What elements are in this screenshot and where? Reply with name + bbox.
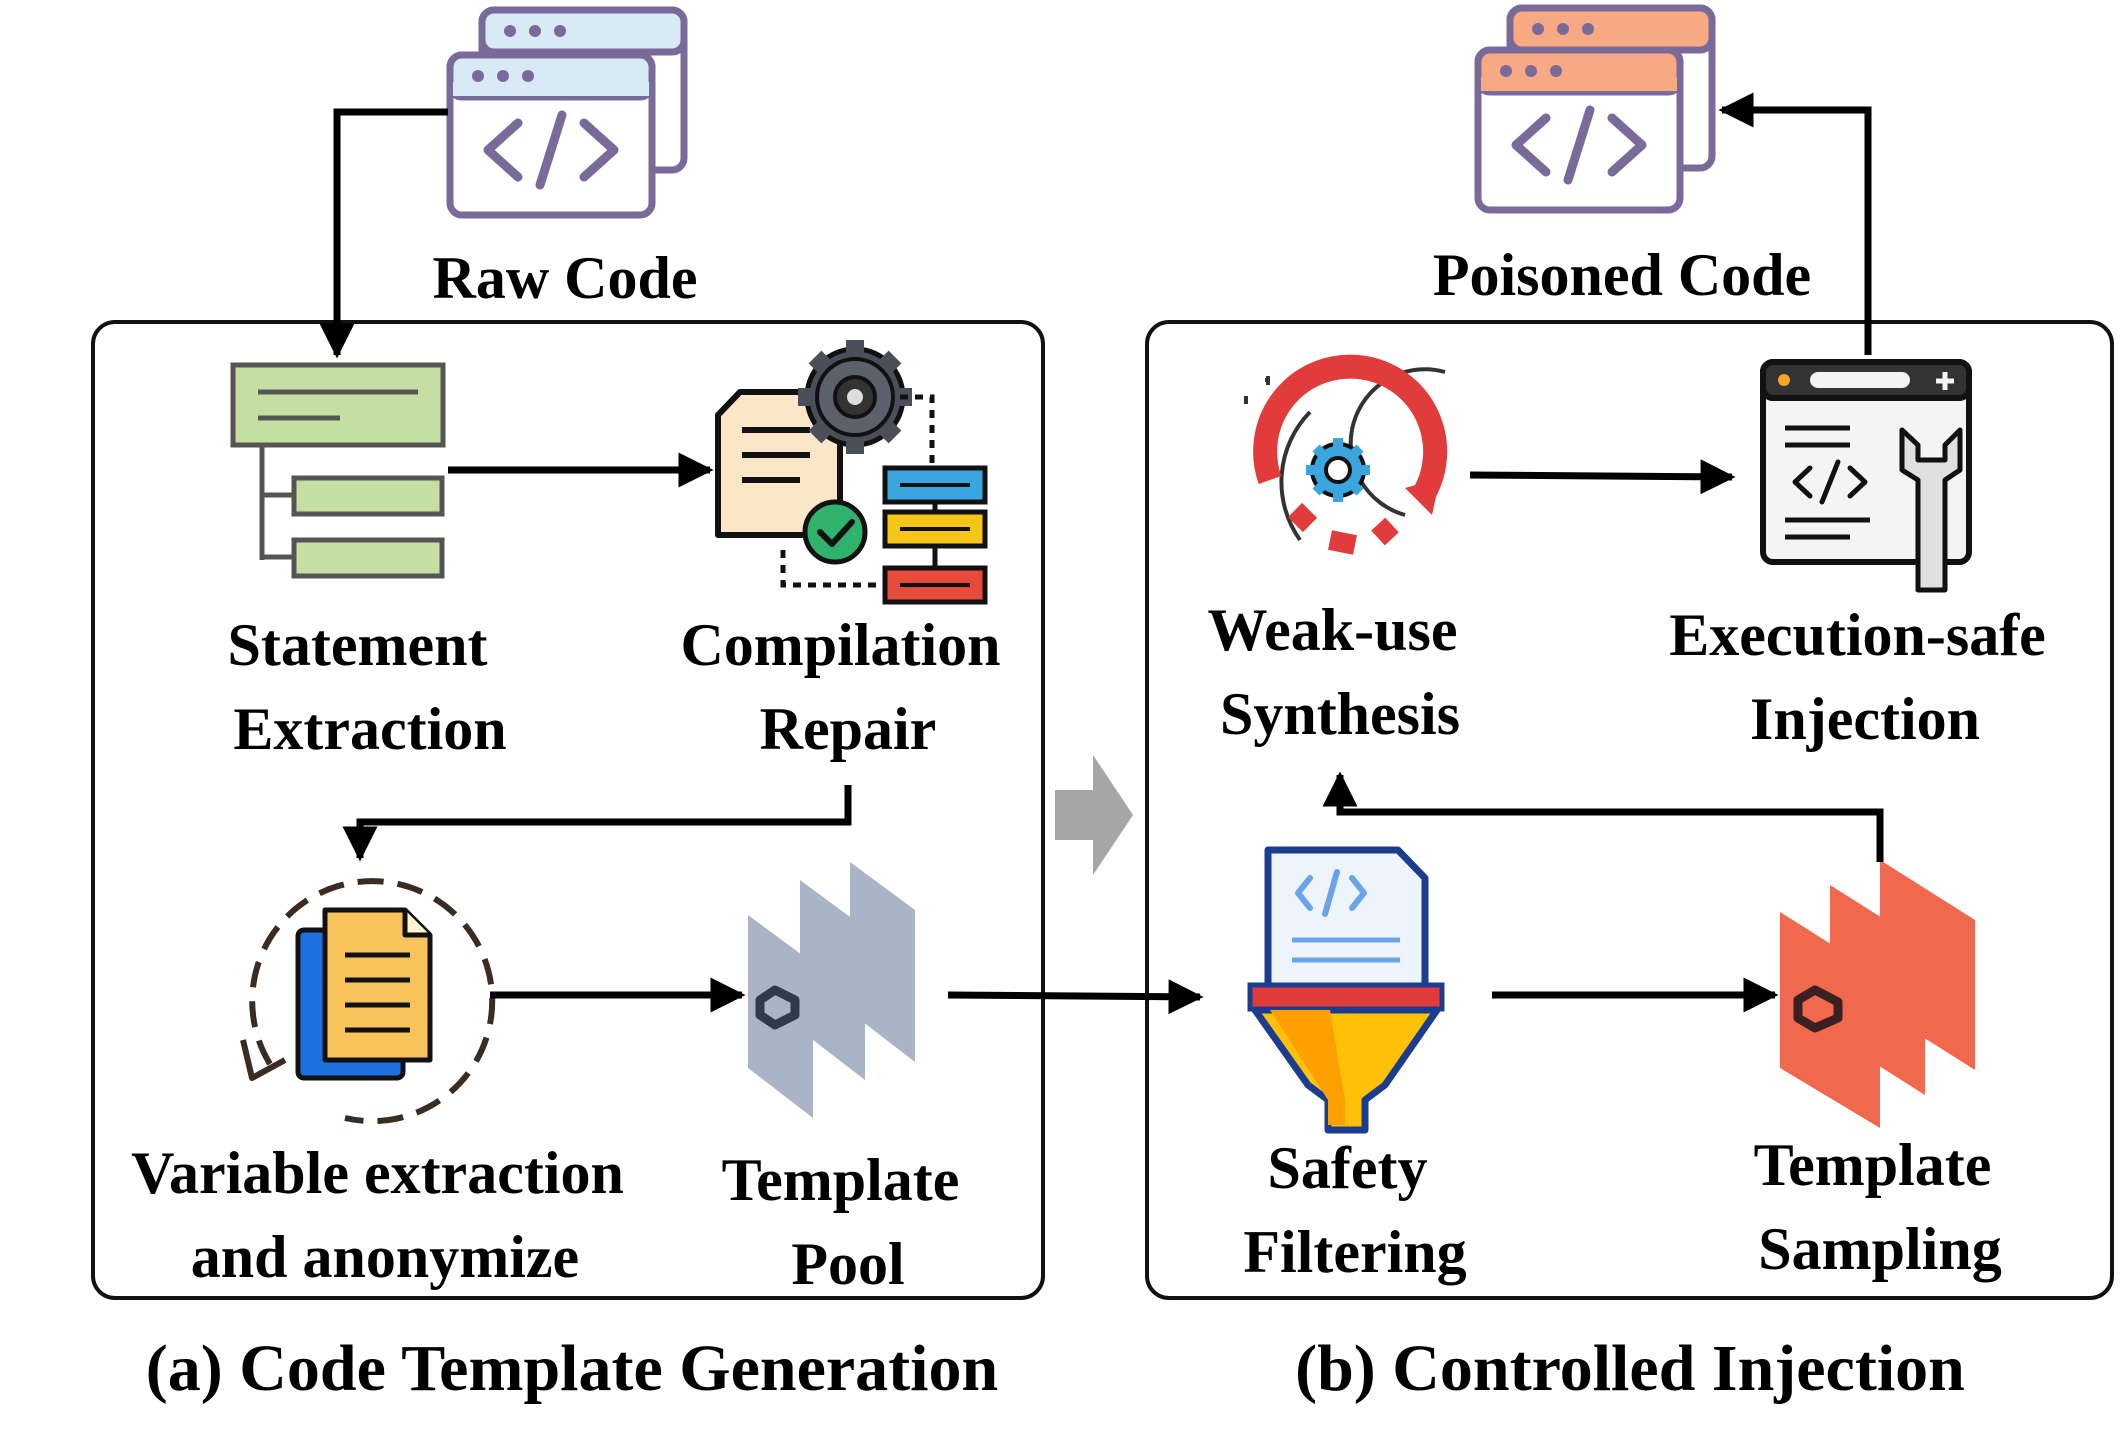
refresh-gear-icon	[1244, 354, 1448, 555]
gear-document-icon	[715, 340, 912, 565]
funnel-filter-icon	[1247, 846, 1445, 1134]
statement-extraction-label: Statement Extraction	[228, 612, 507, 762]
poisoned-code-window-icon	[1474, 4, 1716, 214]
weak-use-synthesis-label: Weak-use Synthesis	[1207, 597, 1472, 747]
execution-safe-injection-label: Execution-safe Injection	[1669, 602, 2061, 752]
template-pool-label: Template Pool	[722, 1147, 975, 1297]
poisoned-code-label: Poisoned Code	[1433, 242, 1811, 308]
panel-transition-arrow	[1055, 755, 1133, 875]
arrow-pool-to-filtering	[947, 979, 1204, 1015]
arrow-synthesis-to-injection	[1469, 459, 1736, 495]
variable-extraction-label: Variable extraction and anonymize	[131, 1140, 639, 1290]
panel-a-frame	[91, 320, 1045, 1300]
compilation-repair-label: Compilation Repair	[680, 612, 1015, 762]
raw-code-window-icon	[446, 6, 688, 219]
copy-document-icon	[240, 878, 496, 1125]
flowchart-icon	[780, 394, 988, 605]
arrow-injection-to-poisoned	[1718, 92, 1872, 355]
panel-b-frame	[1145, 320, 2114, 1300]
flow-arrows	[319, 92, 1884, 1015]
tree-structure-icon	[230, 362, 446, 579]
panel-b-caption: (b) Controlled Injection	[1295, 1332, 1965, 1405]
safety-filtering-label: Safety Filtering	[1243, 1135, 1466, 1285]
arrow-compilation-to-variable	[342, 785, 852, 862]
arrow-sampling-to-synthesis	[1322, 771, 1884, 862]
panel-a-caption: (a) Code Template Generation	[146, 1332, 998, 1405]
raw-code-label: Raw Code	[433, 245, 698, 311]
template-sampling-label: Template Sampling	[1754, 1132, 2007, 1282]
code-repair-icon	[1760, 359, 1972, 593]
template-sampling-stack-icon	[1780, 860, 1975, 1128]
arrow-raw-to-statement	[319, 108, 448, 359]
template-pool-stack-icon	[748, 862, 915, 1118]
